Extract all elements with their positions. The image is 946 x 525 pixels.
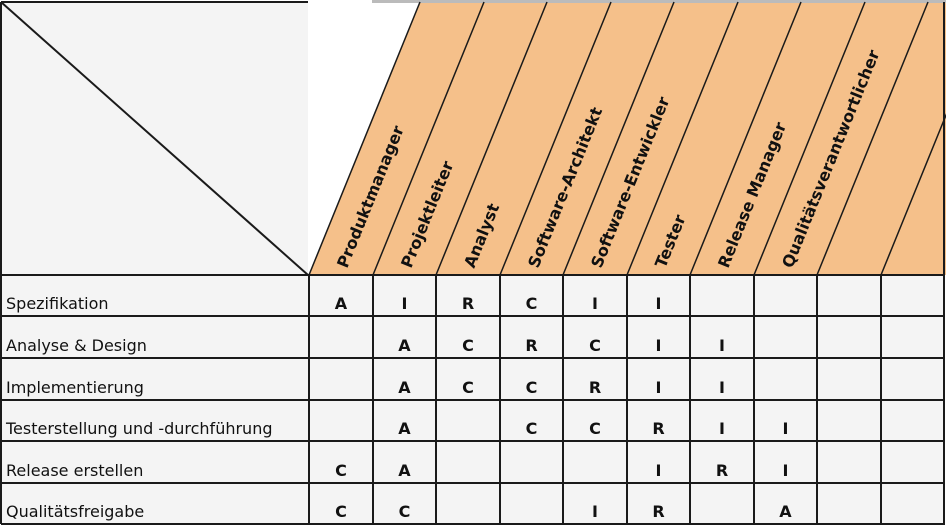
raci-cell: I bbox=[656, 461, 662, 480]
raci-cell: C bbox=[589, 419, 601, 438]
raci-cell: C bbox=[335, 461, 347, 480]
raci-cell: C bbox=[526, 294, 538, 313]
header-divider bbox=[753, 1, 866, 276]
raci-cell: A bbox=[335, 294, 348, 313]
header-divider bbox=[880, 113, 946, 276]
raci-cell: A bbox=[398, 419, 411, 438]
activity-label: Analyse & Design bbox=[6, 336, 147, 355]
raci-cell: R bbox=[716, 461, 728, 480]
raci-cell: A bbox=[398, 378, 411, 397]
activity-label: Implementierung bbox=[6, 378, 144, 397]
raci-cell: I bbox=[719, 336, 725, 355]
raci-cell: I bbox=[402, 294, 408, 313]
raci-cell: A bbox=[398, 461, 411, 480]
header-divider bbox=[499, 1, 612, 276]
raci-cell: R bbox=[652, 419, 664, 438]
raci-cell: C bbox=[526, 419, 538, 438]
raci-cell: C bbox=[526, 378, 538, 397]
header-divider bbox=[372, 1, 485, 276]
header-background bbox=[309, 2, 946, 275]
raci-cell: R bbox=[652, 502, 664, 521]
raci-cell: C bbox=[589, 336, 601, 355]
header-divider bbox=[689, 1, 802, 276]
raci-cell: C bbox=[335, 502, 347, 521]
activity-label: Qualitätsfreigabe bbox=[6, 502, 144, 521]
raci-cell: C bbox=[399, 502, 411, 521]
raci-cell: R bbox=[589, 378, 601, 397]
header-divider bbox=[562, 1, 675, 276]
raci-cell: I bbox=[783, 461, 789, 480]
raci-cell: I bbox=[656, 378, 662, 397]
raci-cell: A bbox=[779, 502, 792, 521]
activity-label: Release erstellen bbox=[6, 461, 143, 480]
corner-and-label-background bbox=[1, 2, 308, 524]
raci-cell: I bbox=[656, 336, 662, 355]
raci-cell: C bbox=[462, 378, 474, 397]
raci-cell: I bbox=[783, 419, 789, 438]
activity-label: Spezifikation bbox=[6, 294, 109, 313]
raci-cell: C bbox=[462, 336, 474, 355]
raci-cell: I bbox=[592, 502, 598, 521]
raci-cell: A bbox=[398, 336, 411, 355]
raci-cell: I bbox=[592, 294, 598, 313]
activity-label: Testerstellung und -durchführung bbox=[5, 419, 272, 438]
header-divider bbox=[816, 1, 929, 276]
header-divider bbox=[435, 1, 548, 276]
raci-cell: I bbox=[656, 294, 662, 313]
raci-cell: I bbox=[719, 378, 725, 397]
raci-cell: R bbox=[525, 336, 537, 355]
raci-cell: I bbox=[719, 419, 725, 438]
header-divider bbox=[308, 1, 421, 276]
corner-diagonal bbox=[0, 1, 309, 276]
header-divider bbox=[626, 1, 739, 276]
raci-cell: R bbox=[462, 294, 474, 313]
